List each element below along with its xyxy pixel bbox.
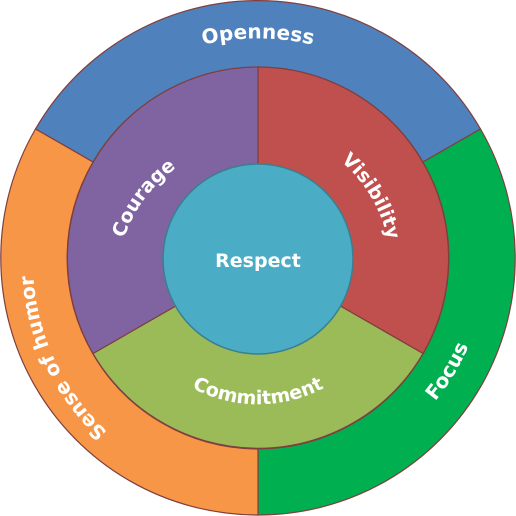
label-respect: Respect	[215, 250, 301, 272]
center-circle-respect	[162, 163, 354, 355]
